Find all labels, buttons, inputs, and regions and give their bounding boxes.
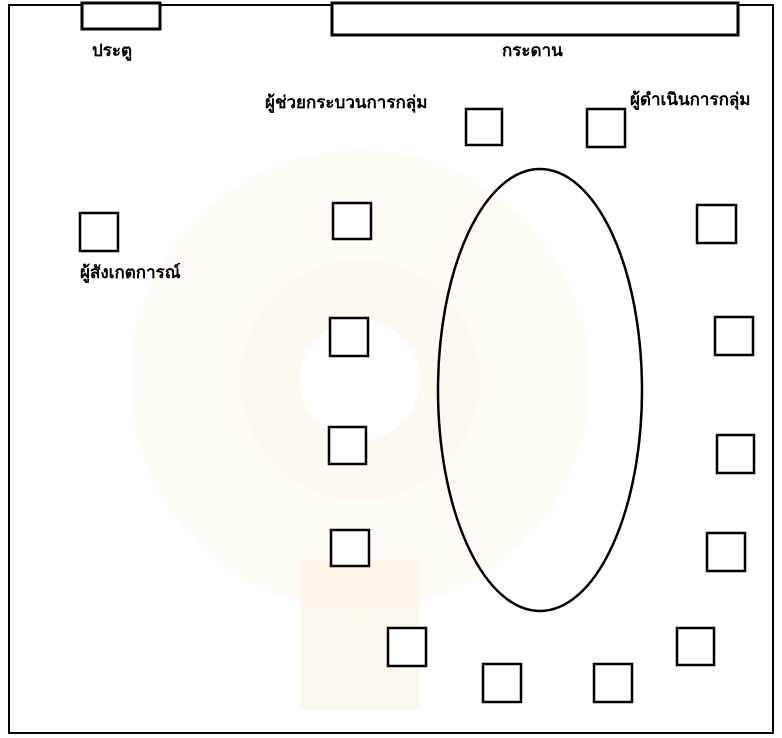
seat-leader [585, 107, 627, 149]
seat-bottom-3 [592, 662, 634, 704]
facilitator-label: ผู้ช่วยกระบวนการกลุ่ม [265, 93, 427, 114]
seat-facilitator [464, 107, 504, 147]
seat-bottom-1 [386, 626, 428, 668]
seat-left-3 [327, 425, 368, 466]
seat-right-3 [715, 433, 756, 475]
watermark-emblem [130, 150, 590, 710]
seat-left-4 [329, 528, 371, 568]
observer-label: ผู้สังเกตการณ์ [80, 262, 181, 284]
seat-observer [78, 211, 120, 253]
seat-bottom-4 [675, 626, 716, 667]
seat-right-4 [705, 531, 747, 573]
seat-bottom-2 [481, 662, 523, 704]
door-shape [80, 1, 162, 31]
door-label: ประตู [92, 41, 132, 62]
seats [78, 107, 756, 704]
seat-right-2 [713, 315, 755, 357]
seat-right-1 [695, 203, 738, 245]
seat-left-1 [331, 201, 373, 241]
board-shape [330, 1, 740, 37]
board-label: กระดาน [502, 41, 563, 61]
leader-label: ผู้ดำเนินการกลุ่ม [630, 90, 751, 111]
table-ellipse [436, 167, 644, 613]
seat-left-2 [328, 316, 370, 358]
